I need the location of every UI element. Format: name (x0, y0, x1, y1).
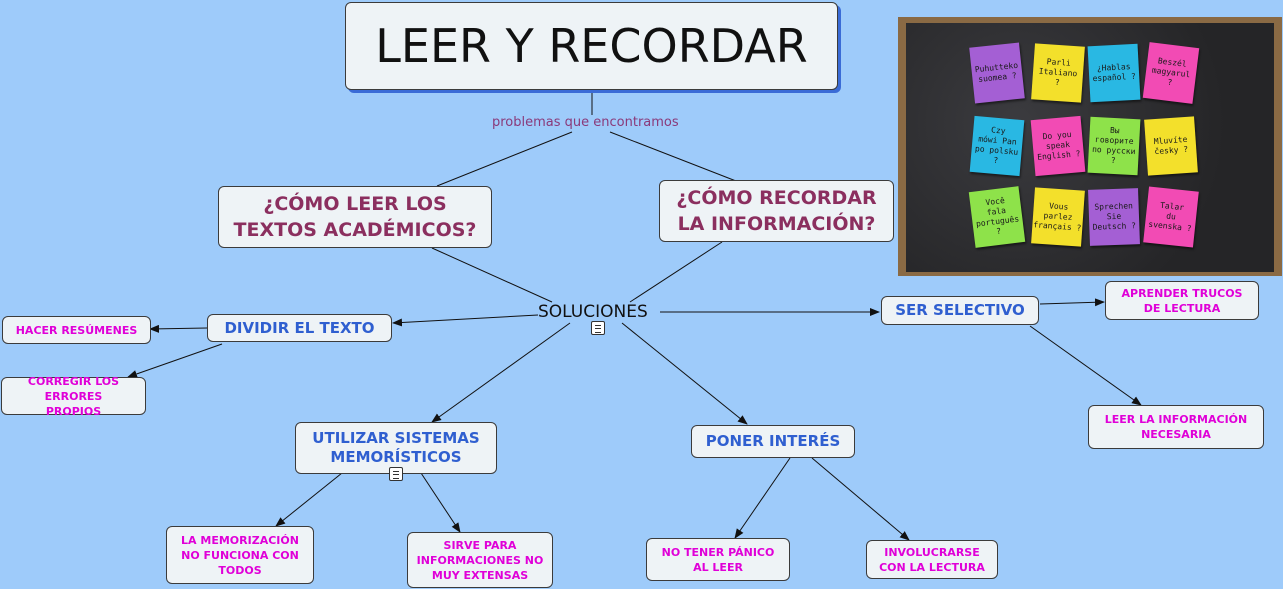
connector-hub-utilizar (431, 322, 571, 423)
branch-dividir[interactable]: DIVIDIR EL TEXTO (207, 314, 392, 342)
leaf-resumenes-text: HACER RESÚMENES (15, 323, 138, 337)
branch-utilizar-text: UTILIZAR SISTEMAS MEMORÍSTICOS (312, 429, 480, 466)
connector-selectivo-trucos (1039, 298, 1105, 307)
sticky-note: Você fala português ? (968, 186, 1026, 248)
leaf-corregir[interactable]: CORREGIR LOS ERRORES PROPIOS (1, 375, 146, 418)
sticky-note: Do you speak English ? (1030, 115, 1086, 177)
connector-dividir-corregir (127, 343, 223, 378)
connector-q2-hub (629, 241, 723, 303)
link-label: problemas que encontramos (492, 115, 679, 130)
connector-label-q1 (436, 131, 573, 187)
leaf-sirve[interactable]: SIRVE PARA INFORMACIONES NO MUY EXTENSAS (407, 532, 553, 588)
branch-selectivo-text: SER SELECTIVO (895, 301, 1025, 319)
sticky-note: Mluvíte česky ? (1144, 116, 1198, 176)
question-recordar-text: ¿CÓMO RECORDAR LA INFORMACIÓN? (676, 187, 877, 235)
sticky-note: Vous parlez français ? (1031, 187, 1085, 247)
branch-interes-text: PONER INTERÉS (705, 432, 841, 450)
branch-dividir-text: DIVIDIR EL TEXTO (224, 318, 375, 337)
connector-q1-hub (431, 247, 553, 303)
sticky-note: Вы говорите по русски ? (1087, 116, 1141, 176)
leaf-memorizacion[interactable]: LA MEMORIZACIÓN NO FUNCIONA CON TODOS (166, 526, 314, 584)
hub-soluciones[interactable]: SOLUCIONES (538, 302, 648, 322)
sticky-notes-photo: Puhutteko suomea ?Parli Italiano ?¿Habla… (898, 17, 1282, 276)
leaf-trucos[interactable]: APRENDER TRUCOS DE LECTURA (1105, 281, 1259, 320)
leaf-memorizacion-text: LA MEMORIZACIÓN NO FUNCIONA CON TODOS (181, 533, 299, 577)
connector-selectivo-necesaria (1029, 325, 1142, 406)
connector-dividir-resumenes (149, 324, 208, 333)
leaf-resumenes[interactable]: HACER RESÚMENES (2, 316, 151, 344)
branch-selectivo[interactable]: SER SELECTIVO (881, 296, 1039, 325)
leaf-necesaria[interactable]: LEER LA INFORMACIÓN NECESARIA (1088, 405, 1264, 449)
leaf-necesaria-text: LEER LA INFORMACIÓN NECESARIA (1104, 413, 1248, 441)
leaf-trucos-text: APRENDER TRUCOS DE LECTURA (1121, 286, 1243, 315)
document-icon[interactable] (389, 467, 403, 481)
leaf-panico[interactable]: NO TENER PÁNICO AL LEER (646, 538, 790, 581)
leaf-panico-text: NO TENER PÁNICO AL LEER (661, 545, 775, 574)
connector-utilizar-sirve (420, 472, 461, 533)
connector-hub-interes (621, 322, 748, 425)
map-title-text: LEER Y RECORDAR (375, 19, 808, 73)
sticky-note: Talar du svenska ? (1143, 186, 1199, 248)
branch-interes[interactable]: PONER INTERÉS (691, 425, 855, 458)
question-leer-text: ¿CÓMO LEER LOS TEXTOS ACADÉMICOS? (233, 193, 477, 241)
connector-utilizar-memorizacion (275, 472, 343, 527)
sticky-note: Puhutteko suomea ? (969, 42, 1025, 104)
leaf-corregir-text: CORREGIR LOS ERRORES PROPIOS (27, 374, 120, 418)
question-leer[interactable]: ¿CÓMO LEER LOS TEXTOS ACADÉMICOS? (218, 186, 492, 248)
leaf-sirve-text: SIRVE PARA INFORMACIONES NO MUY EXTENSAS (416, 538, 544, 582)
connector-label-q2 (609, 131, 737, 182)
connector-interes-panico (734, 457, 791, 539)
sticky-note: Beszél magyarul ? (1142, 42, 1200, 104)
sticky-note: ¿Hablas español ? (1087, 43, 1141, 103)
map-title[interactable]: LEER Y RECORDAR (345, 2, 838, 90)
sticky-note: Parli Italiano ? (1031, 43, 1085, 103)
sticky-note: Sprechen Sie Deutsch ? (1088, 188, 1140, 246)
leaf-involucrarse[interactable]: INVOLUCRARSE CON LA LECTURA (866, 540, 998, 579)
document-icon[interactable] (591, 321, 605, 335)
chalkboard: Puhutteko suomea ?Parli Italiano ?¿Habla… (906, 23, 1274, 272)
question-recordar[interactable]: ¿CÓMO RECORDAR LA INFORMACIÓN? (659, 180, 894, 242)
connector-interes-involucrarse (811, 457, 910, 541)
connector-hub-dividir (392, 314, 539, 327)
branch-utilizar[interactable]: UTILIZAR SISTEMAS MEMORÍSTICOS (295, 422, 497, 474)
sticky-note: Czy mówi Pan po polsku ? (969, 115, 1025, 177)
leaf-involucrarse-text: INVOLUCRARSE CON LA LECTURA (879, 545, 985, 574)
